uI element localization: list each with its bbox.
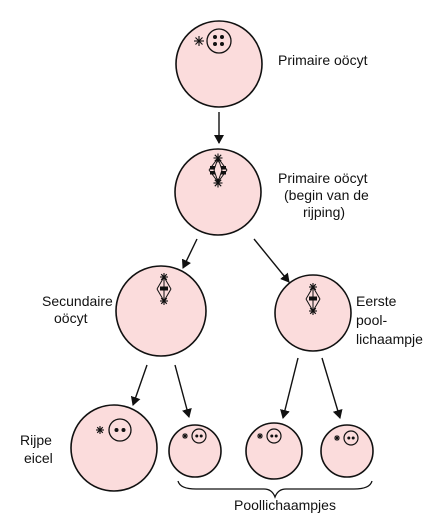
centrosome-star-icon <box>160 297 168 305</box>
arrow-down-left <box>181 238 198 269</box>
first-polar-body-cell <box>274 274 352 352</box>
label-primary-oocyte: Primaire oöcyt <box>278 52 368 68</box>
label-mature-egg-line2: eicel <box>24 450 53 466</box>
nucleus <box>206 28 232 54</box>
label-secondary-oocyte-line1: Secundaire <box>42 293 113 309</box>
arrow-to-polar-body-2 <box>280 357 299 419</box>
arrow-to-mature-egg <box>130 364 148 406</box>
centrosome-star-icon <box>213 153 223 163</box>
label-maturing-oocyte-line3: rijping) <box>303 204 346 220</box>
secondary-oocyte-cell <box>115 265 207 357</box>
nucleus <box>343 430 359 446</box>
label-maturing-oocyte-line2: (begin van de <box>284 187 369 203</box>
centrosome-star-icon <box>213 178 223 188</box>
centrosome-star-icon <box>96 426 104 434</box>
nucleus <box>266 428 282 444</box>
label-maturing-oocyte-line1: Primaire oöcyt <box>278 170 368 186</box>
polar-body-cell <box>168 424 222 478</box>
centrosome-star-icon <box>182 433 188 439</box>
nucleus <box>108 418 132 442</box>
primary-oocyte-cell <box>175 20 263 108</box>
centrosome-star-icon <box>194 36 204 46</box>
label-mature-egg-line1: Rijpe <box>20 432 52 448</box>
polar-body-cell <box>245 422 303 480</box>
label-secondary-oocyte-line2: oöcyt <box>54 310 88 326</box>
label-first-polar-body-line1: Eerste <box>356 293 397 309</box>
polar-body-cell <box>320 424 374 478</box>
label-first-polar-body-line3: lichaampje <box>356 331 423 347</box>
label-polar-bodies: Poollichaampjes <box>234 497 336 513</box>
arrow-to-polar-body-3 <box>321 357 343 419</box>
arrow-down-right <box>253 238 290 283</box>
mature-egg-cell <box>70 404 158 492</box>
maturing-oocyte-cell <box>174 148 262 236</box>
nucleus <box>191 428 207 444</box>
centrosome-star-icon <box>334 435 340 441</box>
label-first-polar-body-line2: pool- <box>356 312 388 328</box>
polar-bodies-brace <box>177 480 373 499</box>
centrosome-star-icon <box>160 273 168 281</box>
centrosome-star-icon <box>309 283 317 291</box>
arrow-to-polar-body-1 <box>174 364 192 418</box>
centrosome-star-icon <box>257 433 263 439</box>
centrosome-star-icon <box>309 307 317 315</box>
